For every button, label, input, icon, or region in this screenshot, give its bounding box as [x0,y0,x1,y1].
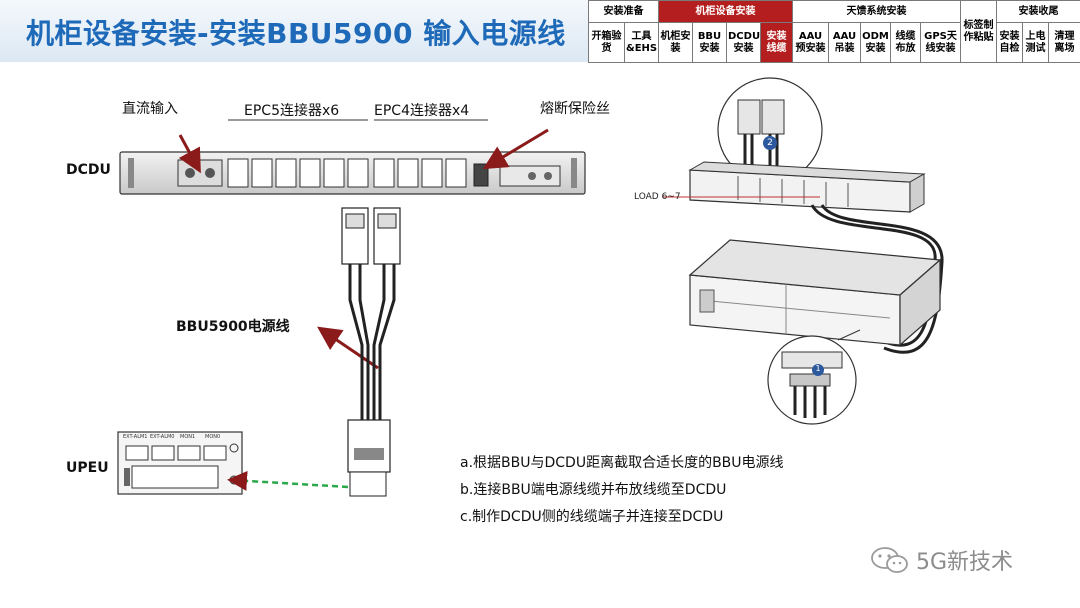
dcdu-label: DCDU [66,162,111,178]
phase-step-tools: 工具&EHS [624,22,659,63]
phase-step-aau-pre: AAU预安装 [792,22,829,63]
install-step-a: a.根据BBU与DCDU距离截取合适长度的BBU电源线 [460,455,784,471]
epc5-label: EPC5连接器x6 [244,103,340,119]
phase-progress-table: 安装准备 机柜设备安装 天馈系统安装 标签制作粘贴 安装收尾 开箱验货 工具&E… [588,0,1080,63]
phase-step-selfcheck: 安装自检 [996,22,1024,63]
install-step-b: b.连接BBU端电源线缆并布放线缆至DCDU [460,482,727,498]
watermark-text: 5G新技术 [916,550,1014,575]
cabinet-install-view [662,77,944,425]
upeu-port-label: MON0 [205,434,221,440]
fuse-label: 熔断保险丝 [540,101,610,117]
phase-group-antenna: 天馈系统安装 [791,0,962,23]
phase-step-bbu: BBU安装 [692,22,727,63]
epc5-breakers [227,158,369,188]
phase-step-dcdu: DCDU安装 [726,22,761,63]
phase-step-power-test: 上电测试 [1022,22,1050,63]
phase-step-cabinet: 机柜安装 [658,22,693,63]
upeu-board [117,431,243,495]
epc4-breakers [373,158,467,188]
phase-step-aau-hoist: AAU吊装 [828,22,861,63]
bbu-cable-label: BBU5900电源线 [176,319,290,335]
dcdu-unit [119,151,586,195]
phase-step-cleanup: 清理离场 [1048,22,1080,63]
epc4-label: EPC4连接器x4 [374,103,470,119]
step-two-badge: 2 [767,138,773,148]
watermark: 5G新技术 [870,544,1013,576]
dc-input-label: 直流输入 [122,101,178,117]
green-connection-arrow [227,470,349,491]
upeu-port-label: EXT-ALM0 [150,434,175,440]
upeu-port-label: MON1 [180,434,196,440]
upeu-port-label: EXT-ALM1 [123,434,148,440]
title-band: 机柜设备安装-安装BBU5900 输入电源线 [0,0,588,62]
upeu-label: UPEU [66,460,109,476]
phase-step-unbox: 开箱验货 [588,22,625,63]
phase-step-odm: ODM安装 [860,22,891,63]
page-title: 机柜设备安装-安装BBU5900 输入电源线 [26,17,566,50]
bbu-cable-arrow [317,326,379,370]
step-one-badge: 1 [815,364,821,373]
phase-step-gps: GPS天线安装 [919,22,962,63]
install-steps-list: a.根据BBU与DCDU距离截取合适长度的BBU电源线 b.连接BBU端电源线缆… [460,452,784,533]
fuse-arrow [482,128,549,170]
load-label: LOAD 6~7 [634,192,681,202]
phase-step-cables: 安装线缆 [760,22,793,63]
dc-input-arrow [178,134,201,174]
wechat-icon [871,547,908,573]
bbu-power-cable [341,207,401,497]
phase-group-finish: 安装收尾 [996,0,1080,23]
install-step-c: c.制作DCDU侧的线缆端子并连接至DCDU [460,509,724,525]
